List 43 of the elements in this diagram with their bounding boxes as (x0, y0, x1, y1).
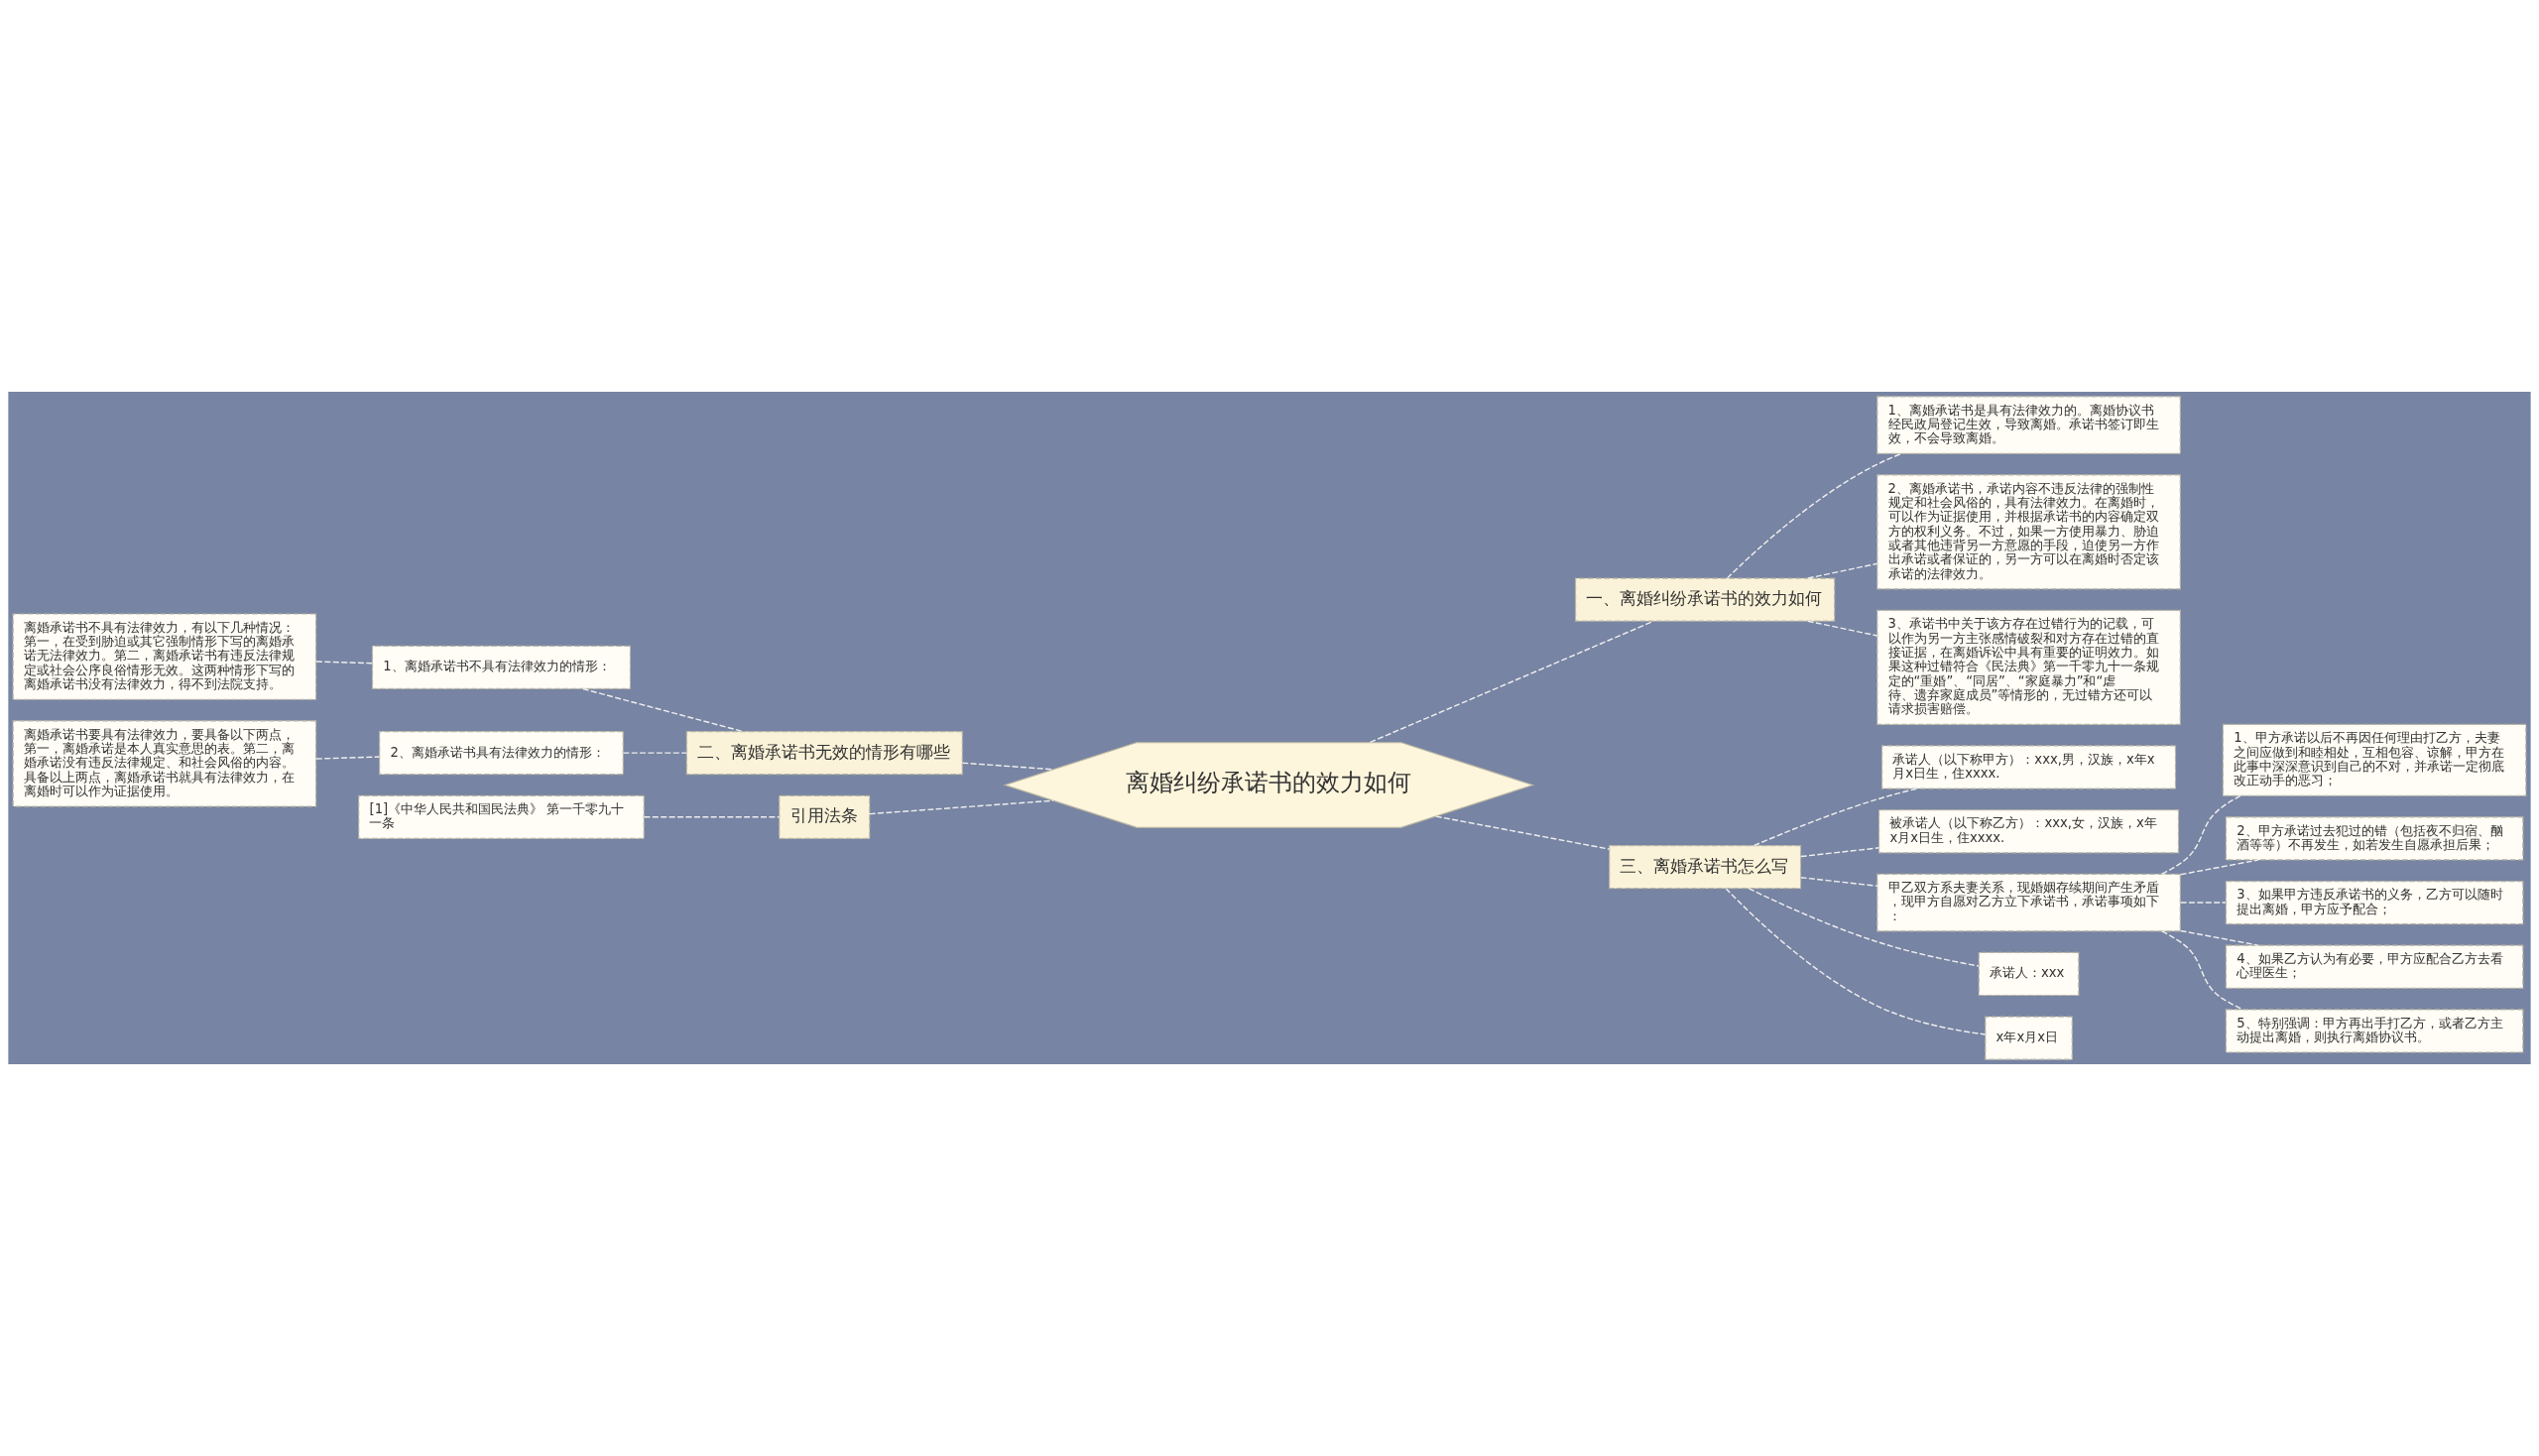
node-box: 5、特别强调：甲方再出手打乙方，或者乙方主动提出离婚，则执行离婚协议书。 (2225, 1009, 2524, 1053)
node-box: 3、如果甲方违反承诺书的义务，乙方可以随时提出离婚，甲方应予配合； (2225, 880, 2524, 925)
connector (622, 752, 687, 754)
node-box: 甲乙双方系夫妻关系，现婚姻存续期间产生矛盾，现甲方自愿对乙方立下承诺书，承诺事项如下： (1876, 873, 2181, 932)
connector (1726, 452, 1903, 579)
node-box: x年x月x日 (1985, 1016, 2073, 1060)
connector (869, 799, 1054, 815)
connector (2161, 794, 2241, 875)
connector (961, 762, 1054, 771)
node-box: 4、如果乙方认为有必要，甲方应配合乙方去看心理医生； (2225, 944, 2524, 989)
node-box: 承诺人：xxx (1978, 951, 2080, 997)
node-box: 离婚承诺书不具有法律效力，有以下几种情况：第一，在受到胁迫或其它强制情形下写的离婚承诺无法律效力。第二，离婚承诺书有违反法律规定或社会公序良俗情形无效。这两种情形下写的离婚承诺书没有法律效力，得不到法院支持。 (12, 613, 317, 700)
node-box: 引用法条 (779, 794, 871, 839)
connector (2179, 929, 2259, 946)
connector (1369, 620, 1654, 744)
node-box: 3、承诺书中关于该方存在过错行为的记载，可以作为另一方主张感情破裂和对方存在过错的直接证据，在离婚诉讼中具有重要的证明效力。如果这种过错符合《民法典》第一千零九十一条规定的“重婚”、“同居”、“家庭暴力”和“虐待、遗弃家庭成员”等情形的，无过错方还可以请求损害赔偿。 (1876, 609, 2181, 725)
connector (1748, 888, 1980, 967)
connector (1753, 788, 1918, 847)
node-box: 2、离婚承诺书具有法律效力的情形： (379, 731, 624, 776)
node-box: 2、离婚承诺书，承诺内容不违反法律的强制性规定和社会风俗的，具有法律效力。在离婚时，可以作为证据使用，并根据承诺书的内容确定双方的权利义务。不过，如果一方使用暴力、胁迫或者其他违背另一方意愿的手段，迫使另一方作出承诺或者保证的，另一方可以在离婚时否定该承诺的法律效力。 (1876, 474, 2181, 590)
node-box: 1、离婚承诺书是具有法律效力的。离婚协议书经民政局登记生效，导致离婚。承诺书签订即生效，不会导致离婚。 (1876, 396, 2181, 454)
connector (1807, 562, 1878, 579)
connector (1800, 877, 1878, 887)
connector (643, 816, 781, 818)
connector (1725, 888, 1987, 1035)
node-box: [1]《中华人民共和国民法典》 第一千零九十一条 (358, 794, 645, 839)
connector (315, 756, 381, 760)
node-box: 承诺人（以下称甲方）：xxx,男，汉族，x年x月x日生，住xxxx. (1881, 745, 2177, 789)
connector (2179, 859, 2259, 876)
connector (1435, 815, 1611, 850)
connector (582, 687, 744, 733)
node-box: 被承诺人（以下称乙方）：xxx,女，汉族，x年x月x日生，住xxxx. (1878, 809, 2180, 854)
node-box: 一、离婚纠纷承诺书的效力如何 (1574, 577, 1836, 622)
node-box: 1、离婚承诺书不具有法律效力的情形： (371, 645, 632, 690)
connector (1800, 847, 1880, 858)
node-box: 离婚承诺书要具有法律效力，要具备以下两点，第一，离婚承诺是本人真实意思的表。第二，离婚承诺没有违反法律规定、和社会风俗的内容。具备以上两点，离婚承诺书就具有法律效力，在离婚时可以作为证据使用。 (12, 720, 317, 807)
node-box: 三、离婚承诺书怎么写 (1609, 845, 1802, 890)
connector (2179, 902, 2227, 904)
connector (315, 661, 374, 665)
connector (1807, 620, 1878, 637)
node-box: 2、甲方承诺过去犯过的错（包括夜不归宿、酗酒等等）不再发生，如若发生自愿承担后果； (2225, 816, 2524, 861)
node-box: 1、甲方承诺以后不再因任何理由打乙方，夫妻之间应做到和睦相处，互相包容、谅解，甲方在此事中深深意识到自己的不对，并承诺一定彻底改正动手的恶习； (2222, 723, 2527, 796)
node-box: 二、离婚承诺书无效的情形有哪些 (685, 731, 963, 776)
